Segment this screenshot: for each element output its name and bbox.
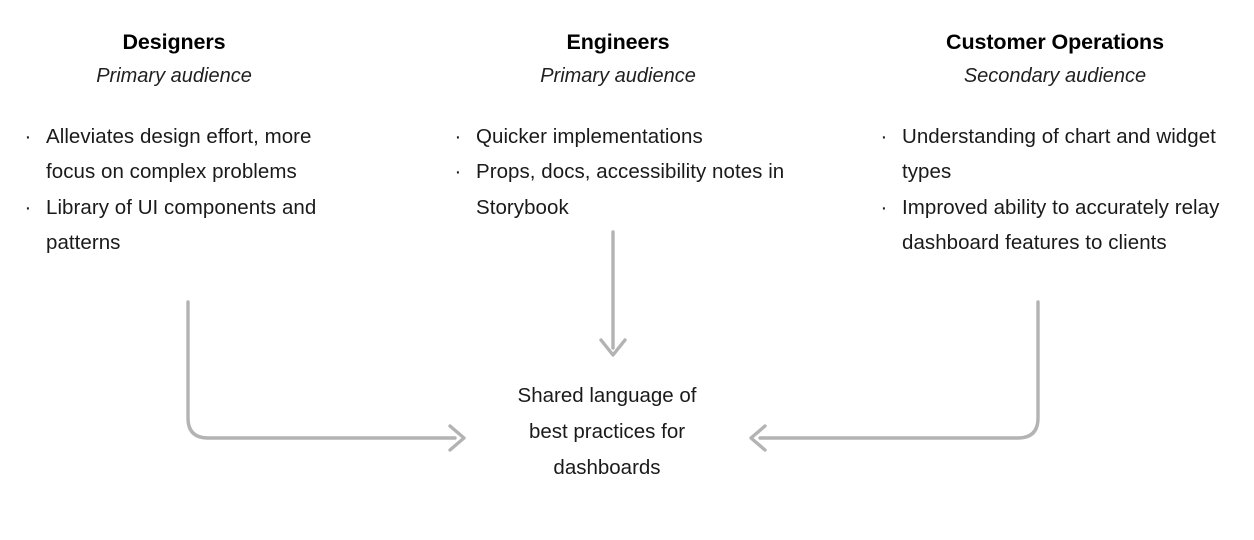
list-item-text: Improved ability to accurately relay das… xyxy=(902,195,1220,255)
audience-column-designers: Designers Primary audience · Alleviates … xyxy=(0,30,348,261)
list-item-text: Library of UI components and patterns xyxy=(46,195,317,255)
bullet-dot-icon: · xyxy=(454,124,462,148)
audience-column-customer-operations: Customer Operations Secondary audience ·… xyxy=(856,30,1254,261)
bullet-dot-icon: · xyxy=(880,124,888,148)
outcome-line-2: best practices for xyxy=(528,420,686,443)
benefit-list-designers: · Alleviates design effort, more focus o… xyxy=(16,119,352,261)
arrow-designers-to-outcome xyxy=(186,300,466,452)
list-item-text: Understanding of chart and widget types xyxy=(902,124,1216,184)
arrow-engineers-to-outcome xyxy=(599,230,627,357)
column-subtitle-customer-operations: Secondary audience xyxy=(963,64,1147,87)
list-item-text: Props, docs, accessibility notes in Stor… xyxy=(476,160,785,219)
arrow-customerops-to-outcome xyxy=(749,300,1040,452)
bullet-dot-icon: · xyxy=(454,160,462,184)
list-item-text: Alleviates design effort, more focus on … xyxy=(46,124,312,184)
column-subtitle-engineers: Primary audience xyxy=(540,64,696,87)
list-item: · Improved ability to accurately relay d… xyxy=(872,190,1252,261)
bullet-dot-icon: · xyxy=(880,195,888,219)
outcome-statement: Shared language of best practices for da… xyxy=(467,378,747,486)
list-item: · Props, docs, accessibility notes in St… xyxy=(446,154,796,225)
benefit-list-engineers: · Quicker implementations · Props, docs,… xyxy=(446,119,796,226)
list-item: · Alleviates design effort, more focus o… xyxy=(16,119,352,190)
list-item-text: Quicker implementations xyxy=(476,124,703,148)
bullet-dot-icon: · xyxy=(24,124,32,148)
audience-column-engineers: Engineers Primary audience · Quicker imp… xyxy=(432,30,804,225)
list-item: · Quicker implementations xyxy=(446,119,796,155)
bullet-dot-icon: · xyxy=(24,195,32,219)
column-title-customer-operations: Customer Operations xyxy=(946,30,1164,54)
column-title-designers: Designers xyxy=(122,30,226,54)
benefit-list-customer-operations: · Understanding of chart and widget type… xyxy=(872,119,1252,261)
column-subtitle-designers: Primary audience xyxy=(96,64,252,87)
list-item: · Library of UI components and patterns xyxy=(16,190,352,261)
outcome-line-1: Shared language of xyxy=(517,384,697,407)
outcome-line-3: dashboards xyxy=(553,456,661,479)
list-item: · Understanding of chart and widget type… xyxy=(872,119,1252,190)
column-title-engineers: Engineers xyxy=(566,30,670,54)
